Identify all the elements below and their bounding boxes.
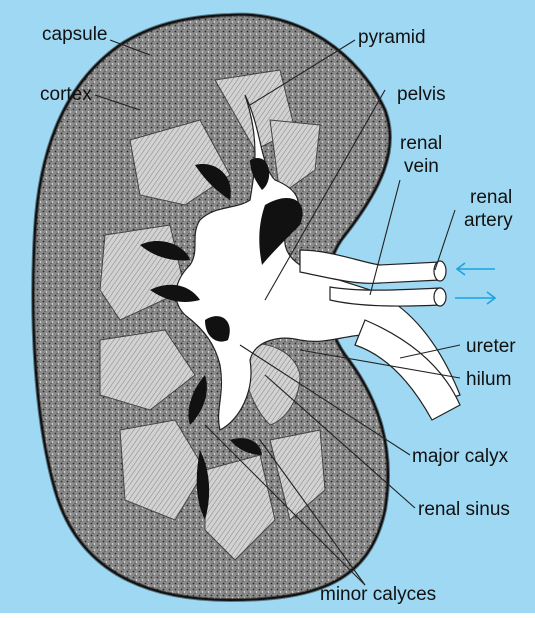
label-major-calyx: major calyx xyxy=(412,446,509,467)
label-ureter: ureter xyxy=(466,336,516,357)
label-pyramid: pyramid xyxy=(358,27,426,48)
label-cortex: cortex xyxy=(40,84,92,105)
label-renal-sinus: renal sinus xyxy=(418,499,510,520)
label-renal-vein-line2: vein xyxy=(404,156,439,177)
label-pelvis: pelvis xyxy=(397,84,446,105)
label-renal-artery-line1: renal xyxy=(470,187,512,208)
label-renal-vein-line1: renal xyxy=(400,133,442,154)
label-capsule: capsule xyxy=(42,24,108,45)
label-hilum: hilum xyxy=(466,369,511,390)
label-minor-calyces: minor calyces xyxy=(320,584,436,605)
label-renal-artery-line2: artery xyxy=(464,210,513,231)
